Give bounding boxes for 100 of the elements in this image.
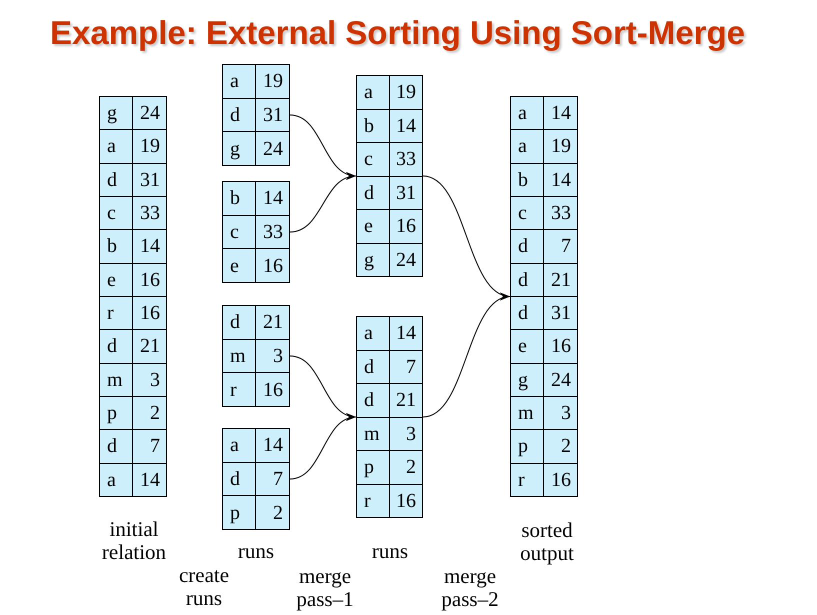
- table-cell: c: [357, 143, 389, 176]
- table-cell: 24: [390, 244, 422, 276]
- table-cell: 16: [544, 330, 577, 363]
- table-cell: 14: [544, 97, 577, 130]
- table-cell: d: [511, 230, 543, 263]
- table-cell: 16: [390, 484, 422, 517]
- table-cell: p: [100, 396, 132, 430]
- table-cell: a: [357, 317, 389, 350]
- table-cell: g: [357, 244, 389, 276]
- table-cell: a: [223, 429, 255, 462]
- table-cell: d: [223, 306, 255, 339]
- table-cell: b: [100, 230, 132, 263]
- data-table: [510, 96, 578, 497]
- table-cell: 3: [390, 418, 422, 450]
- table-cell: 21: [390, 384, 422, 416]
- table-cell: a: [223, 65, 255, 98]
- table-cell: a: [511, 130, 543, 163]
- table-cell: 31: [390, 176, 422, 209]
- table-cell: 16: [390, 210, 422, 242]
- table-cell: 16: [133, 264, 166, 296]
- table-cell: 2: [390, 451, 422, 484]
- table-cell: 14: [390, 317, 422, 350]
- table-cell: 14: [133, 230, 166, 263]
- table-cell: b: [357, 110, 389, 142]
- table-cell: m: [223, 340, 255, 372]
- table-cell: 24: [256, 132, 289, 165]
- arrow: [422, 294, 510, 418]
- data-table: [222, 64, 290, 166]
- table-cell: d: [223, 98, 255, 132]
- table-cell: 3: [544, 396, 577, 430]
- table-cell: 2: [544, 430, 577, 463]
- table-cell: d: [511, 264, 543, 296]
- table-caption: sorted output: [519, 519, 575, 565]
- data-table: [356, 75, 423, 277]
- table-cell: r: [223, 373, 255, 406]
- table-cell: 21: [256, 306, 289, 339]
- table-cell: d: [100, 164, 132, 196]
- table-cell: 2: [256, 496, 289, 529]
- table-cell: d: [100, 430, 132, 463]
- table-cell: a: [100, 130, 132, 163]
- table-cell: 3: [133, 364, 166, 396]
- table-cell: 2: [133, 396, 166, 430]
- table-cell: 14: [544, 164, 577, 196]
- table-cell: 31: [544, 296, 577, 330]
- table-cell: 3: [256, 340, 289, 372]
- table-cell: 21: [133, 330, 166, 363]
- table-cell: 19: [256, 65, 289, 98]
- table-cell: 7: [133, 430, 166, 463]
- table-cell: c: [511, 196, 543, 230]
- data-table: [222, 305, 290, 407]
- table-cell: m: [511, 396, 543, 430]
- column-label: runs: [236, 540, 276, 563]
- step-label: merge pass–1: [295, 565, 355, 611]
- table-cell: 16: [544, 464, 577, 496]
- table-cell: e: [357, 210, 389, 242]
- table-cell: a: [511, 97, 543, 130]
- title: Example: External Sorting Using Sort-Merge: [50, 13, 745, 53]
- arrow: [290, 173, 356, 232]
- table-cell: 19: [390, 76, 422, 108]
- table-cell: 31: [256, 98, 289, 132]
- table-cell: p: [511, 430, 543, 463]
- table-cell: d: [357, 350, 389, 383]
- table-cell: 14: [256, 429, 289, 462]
- table-cell: 24: [544, 364, 577, 396]
- table-cell: m: [357, 418, 389, 450]
- table-cell: e: [511, 330, 543, 363]
- table-cell: g: [100, 97, 132, 130]
- table-cell: r: [100, 296, 132, 330]
- table-cell: 19: [133, 130, 166, 163]
- data-table: [356, 316, 423, 518]
- table-cell: r: [511, 464, 543, 496]
- arrow: [290, 414, 356, 480]
- table-cell: d: [357, 176, 389, 209]
- table-cell: 33: [133, 196, 166, 230]
- table-cell: c: [223, 216, 255, 248]
- table-cell: p: [357, 451, 389, 484]
- table-cell: c: [100, 196, 132, 230]
- table-cell: 33: [544, 196, 577, 230]
- table-cell: 14: [390, 110, 422, 142]
- data-table: [99, 96, 167, 497]
- table-cell: 14: [133, 464, 166, 496]
- table-cell: d: [100, 330, 132, 363]
- table-cell: g: [511, 364, 543, 396]
- table-cell: d: [357, 384, 389, 416]
- table-caption: initial relation: [100, 518, 168, 564]
- table-cell: 7: [390, 350, 422, 383]
- table-cell: 16: [256, 249, 289, 282]
- data-table: [222, 428, 290, 530]
- table-cell: 21: [544, 264, 577, 296]
- table-cell: 33: [256, 216, 289, 248]
- table-cell: 33: [390, 143, 422, 176]
- table-cell: 16: [133, 296, 166, 330]
- table-cell: 14: [256, 182, 289, 215]
- table-cell: a: [100, 464, 132, 496]
- table-cell: e: [100, 264, 132, 296]
- step-label: merge pass–2: [440, 565, 500, 611]
- table-cell: b: [511, 164, 543, 196]
- table-cell: r: [357, 484, 389, 517]
- table-cell: e: [223, 249, 255, 282]
- table-cell: b: [223, 182, 255, 215]
